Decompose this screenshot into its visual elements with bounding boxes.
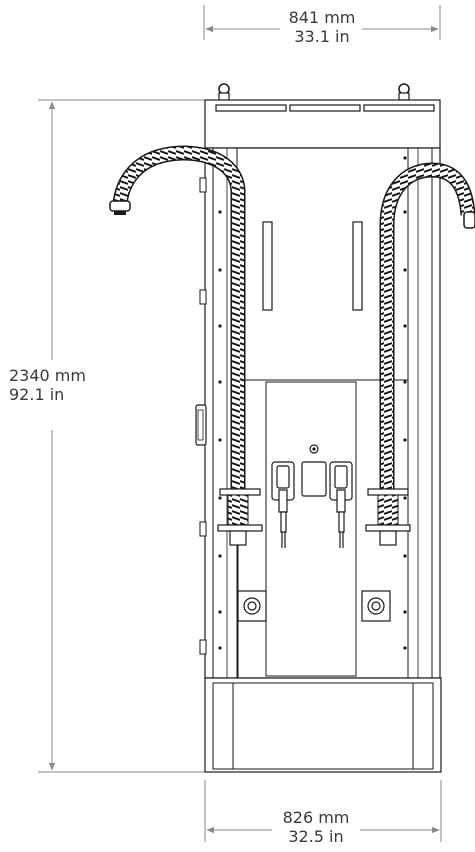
bottom-width-mm: 826 mm [282, 808, 350, 827]
socket-box-right [361, 590, 391, 622]
height-in: 92.1 in [9, 385, 65, 404]
height-mm: 2340 mm [9, 366, 86, 385]
base-plinth [204, 677, 442, 773]
top-width-mm: 841 mm [288, 8, 356, 27]
socket-box-left [237, 590, 267, 622]
door-handle [195, 404, 207, 446]
lifting-eye-right [398, 83, 410, 101]
bottom-width-label: 826 mm 32.5 in [266, 808, 366, 846]
dimension-bottom-width [204, 780, 442, 842]
left-door-hinges [199, 177, 207, 655]
connector-holster-right [329, 461, 353, 548]
display-screen [301, 461, 327, 497]
charging-cable-left [109, 145, 263, 546]
lifting-eye-left [218, 83, 230, 101]
indicator-light [309, 444, 319, 454]
top-width-in: 33.1 in [294, 27, 350, 46]
vent-slot-left [262, 221, 273, 311]
height-label: 2340 mm 92.1 in [9, 366, 86, 404]
dimension-top-width [203, 5, 441, 40]
vent-slot-right [352, 221, 363, 311]
top-width-label: 841 mm 33.1 in [272, 8, 372, 46]
dimension-height [38, 99, 205, 773]
connector-holster-left [271, 461, 295, 548]
bottom-width-in: 32.5 in [288, 827, 344, 846]
side-rivets [218, 156, 407, 650]
charging-cable-right [365, 162, 475, 546]
